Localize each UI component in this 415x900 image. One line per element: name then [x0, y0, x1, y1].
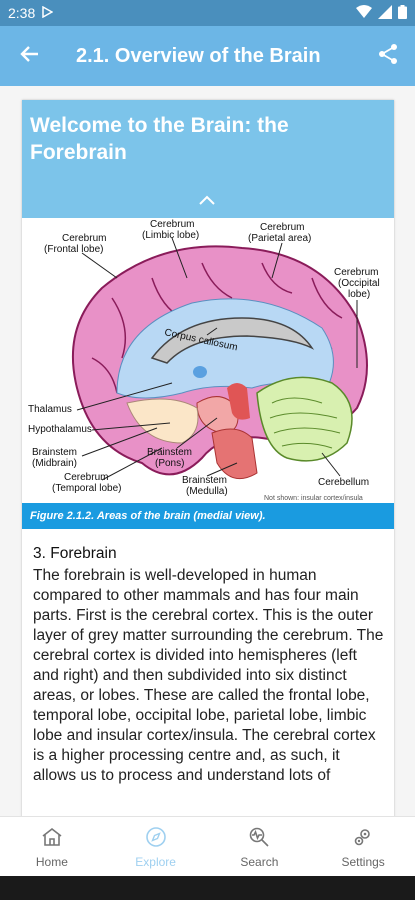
status-time: 2:38 [8, 5, 36, 21]
label-brainstem-medulla: Brainstem [182, 475, 227, 486]
nav-home-label: Home [35, 854, 68, 869]
label-medulla: (Medulla) [186, 486, 228, 497]
bottom-navigation: Home Explore Search Settings [0, 816, 415, 876]
label-brainstem-midbrain: Brainstem [32, 447, 77, 458]
play-store-icon [41, 5, 54, 21]
label-not-shown: Not shown: insular cortex/insula [264, 495, 363, 502]
figure-caption: Figure 2.1.2. Areas of the brain (medial… [22, 503, 394, 529]
brain-diagram: Cerebrum (Frontal lobe) Cerebrum (Limbic… [22, 218, 394, 503]
nav-search[interactable]: Search [208, 817, 312, 876]
nav-settings-label: Settings [341, 854, 385, 869]
chevron-up-icon [198, 193, 216, 211]
section-body: The forebrain is well-developed in human… [33, 567, 384, 784]
label-brainstem-pons: Brainstem [147, 447, 192, 458]
lesson-card: Welcome to the Brain: the Forebrain [22, 100, 394, 816]
nav-explore-label: Explore [135, 854, 176, 869]
system-navigation-bar [0, 876, 415, 900]
share-icon [377, 43, 399, 70]
label-occipital-lobe: lobe) [348, 289, 370, 300]
collapse-button[interactable] [194, 192, 220, 212]
gear-icon [351, 825, 375, 849]
label-cerebrum-frontal: Cerebrum [62, 233, 106, 244]
label-cerebrum-limbic: Cerebrum [150, 219, 194, 230]
label-parietal-area: (Parietal area) [248, 233, 311, 244]
label-cerebrum-temporal: Cerebrum [64, 472, 108, 483]
back-arrow-icon [20, 44, 40, 69]
card-title: Welcome to the Brain: the Forebrain [30, 114, 289, 164]
search-icon [247, 825, 271, 849]
label-cerebellum: Cerebellum [318, 477, 369, 488]
nav-search-label: Search [240, 854, 279, 869]
card-header: Welcome to the Brain: the Forebrain [22, 100, 394, 218]
label-temporal-lobe: (Temporal lobe) [52, 483, 121, 494]
label-pons: (Pons) [155, 458, 184, 469]
app-bar: 2.1. Overview of the Brain [0, 26, 415, 86]
label-cerebrum-parietal: Cerebrum [260, 222, 304, 233]
nav-home[interactable]: Home [0, 817, 104, 876]
label-midbrain: (Midbrain) [32, 458, 77, 469]
home-icon [40, 825, 64, 849]
brain-illustration: Cerebrum (Frontal lobe) Cerebrum (Limbic… [28, 219, 380, 502]
section-heading: 3. Forebrain [33, 545, 117, 562]
back-button[interactable] [0, 26, 60, 86]
label-thalamus: Thalamus [28, 404, 72, 415]
page-title: 2.1. Overview of the Brain [76, 44, 321, 67]
content-area[interactable]: Welcome to the Brain: the Forebrain [0, 86, 415, 816]
battery-icon [398, 4, 407, 22]
label-occipital: (Occipital [338, 278, 380, 289]
label-cerebrum-occipital: Cerebrum [334, 267, 378, 278]
share-button[interactable] [361, 26, 415, 86]
forebrain-section: 3. Forebrain The forebrain is well-devel… [33, 545, 385, 786]
label-limbic-lobe: (Limbic lobe) [142, 230, 199, 241]
nav-settings[interactable]: Settings [311, 817, 415, 876]
signal-icon [378, 4, 392, 22]
status-bar: 2:38 [0, 0, 415, 26]
wifi-icon [356, 4, 372, 22]
label-frontal-lobe: (Frontal lobe) [44, 244, 103, 255]
nav-explore[interactable]: Explore [104, 817, 208, 876]
label-hypothalamus: Hypothalamus [28, 424, 92, 435]
compass-icon [144, 825, 168, 849]
